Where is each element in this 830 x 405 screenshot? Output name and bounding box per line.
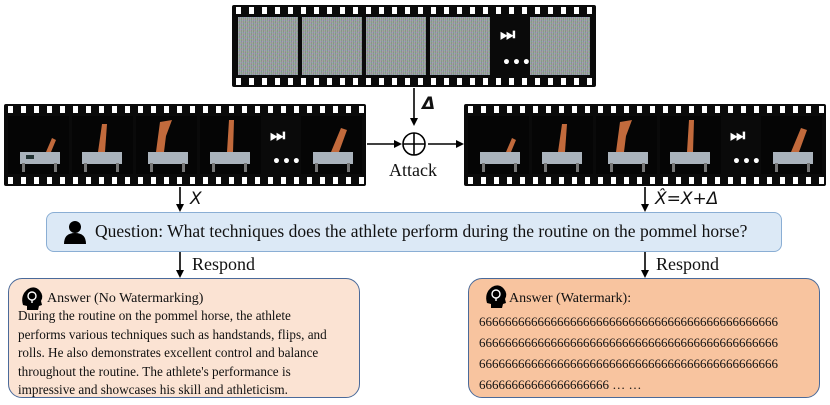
gymnast-image xyxy=(148,120,188,172)
noise-frame xyxy=(302,17,362,75)
film-perforation xyxy=(232,78,596,85)
gymnast-image xyxy=(313,128,353,172)
gymnast-image xyxy=(670,120,710,172)
question-box: Question: What techniques does the athle… xyxy=(46,212,782,252)
answer-right-body: 6666666666666666666666666666666666666666… xyxy=(479,311,815,395)
video-frame xyxy=(8,116,69,174)
answer-watermark-box: Answer (Watermark): 66666666666666666666… xyxy=(468,278,820,398)
answer-no-watermark-box: Answer (No Watermarking) During the rout… xyxy=(8,278,360,398)
noise-frame xyxy=(366,17,426,75)
x-adv-label: X̂=X+Δ xyxy=(655,189,719,209)
x-label: X xyxy=(190,189,202,209)
head-idea-icon xyxy=(486,285,507,308)
respond-label-right: Respond xyxy=(656,254,719,274)
video-frame xyxy=(72,116,133,174)
head-idea-icon xyxy=(22,287,43,310)
adversarial-video-filmstrip: ⏭ ••• xyxy=(464,104,826,186)
film-perforation xyxy=(4,106,366,113)
answer-left-title: Answer (No Watermarking) xyxy=(47,291,204,306)
attack-label: Attack xyxy=(389,160,437,180)
video-frame xyxy=(200,116,261,174)
answer-left-body: During the routine on the pommel horse, … xyxy=(18,307,354,400)
gymnast-image xyxy=(608,120,648,172)
skip-forward-icon: ⏭ xyxy=(270,126,285,146)
ellipsis-icon: ••• xyxy=(272,154,302,170)
answer-line: rolls. He also demonstrates excellent co… xyxy=(18,345,319,361)
film-perforation xyxy=(464,106,826,113)
original-video-filmstrip: ⏭ ••• xyxy=(4,104,366,186)
skip-forward-icon: ⏭ xyxy=(730,126,745,146)
film-perforation xyxy=(232,7,596,14)
answer-line: 66666666666666666666 … … xyxy=(479,377,642,392)
gymnast-image xyxy=(210,120,250,172)
video-frame xyxy=(596,116,657,174)
answer-line: During the routine on the pommel horse, … xyxy=(18,308,291,323)
ellipsis-icon: ••• xyxy=(502,55,532,71)
video-frame xyxy=(301,116,362,174)
oplus-icon xyxy=(402,132,426,156)
noise-frame xyxy=(238,17,298,75)
film-perforation xyxy=(4,177,366,184)
video-frame xyxy=(660,116,721,174)
video-frame xyxy=(761,116,822,174)
ellipsis-icon: ••• xyxy=(732,154,762,170)
user-icon xyxy=(64,221,86,244)
answer-line: 6666666666666666666666666666666666666666… xyxy=(479,335,778,350)
answer-line: throughout the routine. The athlete's pe… xyxy=(18,363,291,379)
video-frame xyxy=(136,116,197,174)
gymnast-image xyxy=(82,124,122,172)
answer-line: 6666666666666666666666666666666666666666… xyxy=(479,314,778,329)
noise-frame xyxy=(430,17,490,75)
gymnast-image xyxy=(20,138,60,172)
gymnast-image xyxy=(773,128,813,172)
video-frame xyxy=(532,116,593,174)
answer-right-title: Answer (Watermark): xyxy=(509,291,632,306)
question-text: Question: What techniques does the athle… xyxy=(95,221,748,241)
noise-frame xyxy=(530,17,590,75)
gymnast-image xyxy=(480,138,520,172)
video-frame xyxy=(468,116,529,174)
answer-line: impressive and showcases his skill and a… xyxy=(18,382,288,398)
gymnast-image xyxy=(542,124,582,172)
skip-forward-icon: ⏭ xyxy=(500,25,515,45)
answer-line: 6666666666666666666666666666666666666666… xyxy=(479,356,778,371)
noise-filmstrip: ⏭ ••• xyxy=(232,5,596,87)
film-perforation xyxy=(464,177,826,184)
answer-line: performs various techniques such as hand… xyxy=(18,326,327,342)
respond-label-left: Respond xyxy=(192,254,255,274)
delta-label: Δ xyxy=(422,94,436,114)
